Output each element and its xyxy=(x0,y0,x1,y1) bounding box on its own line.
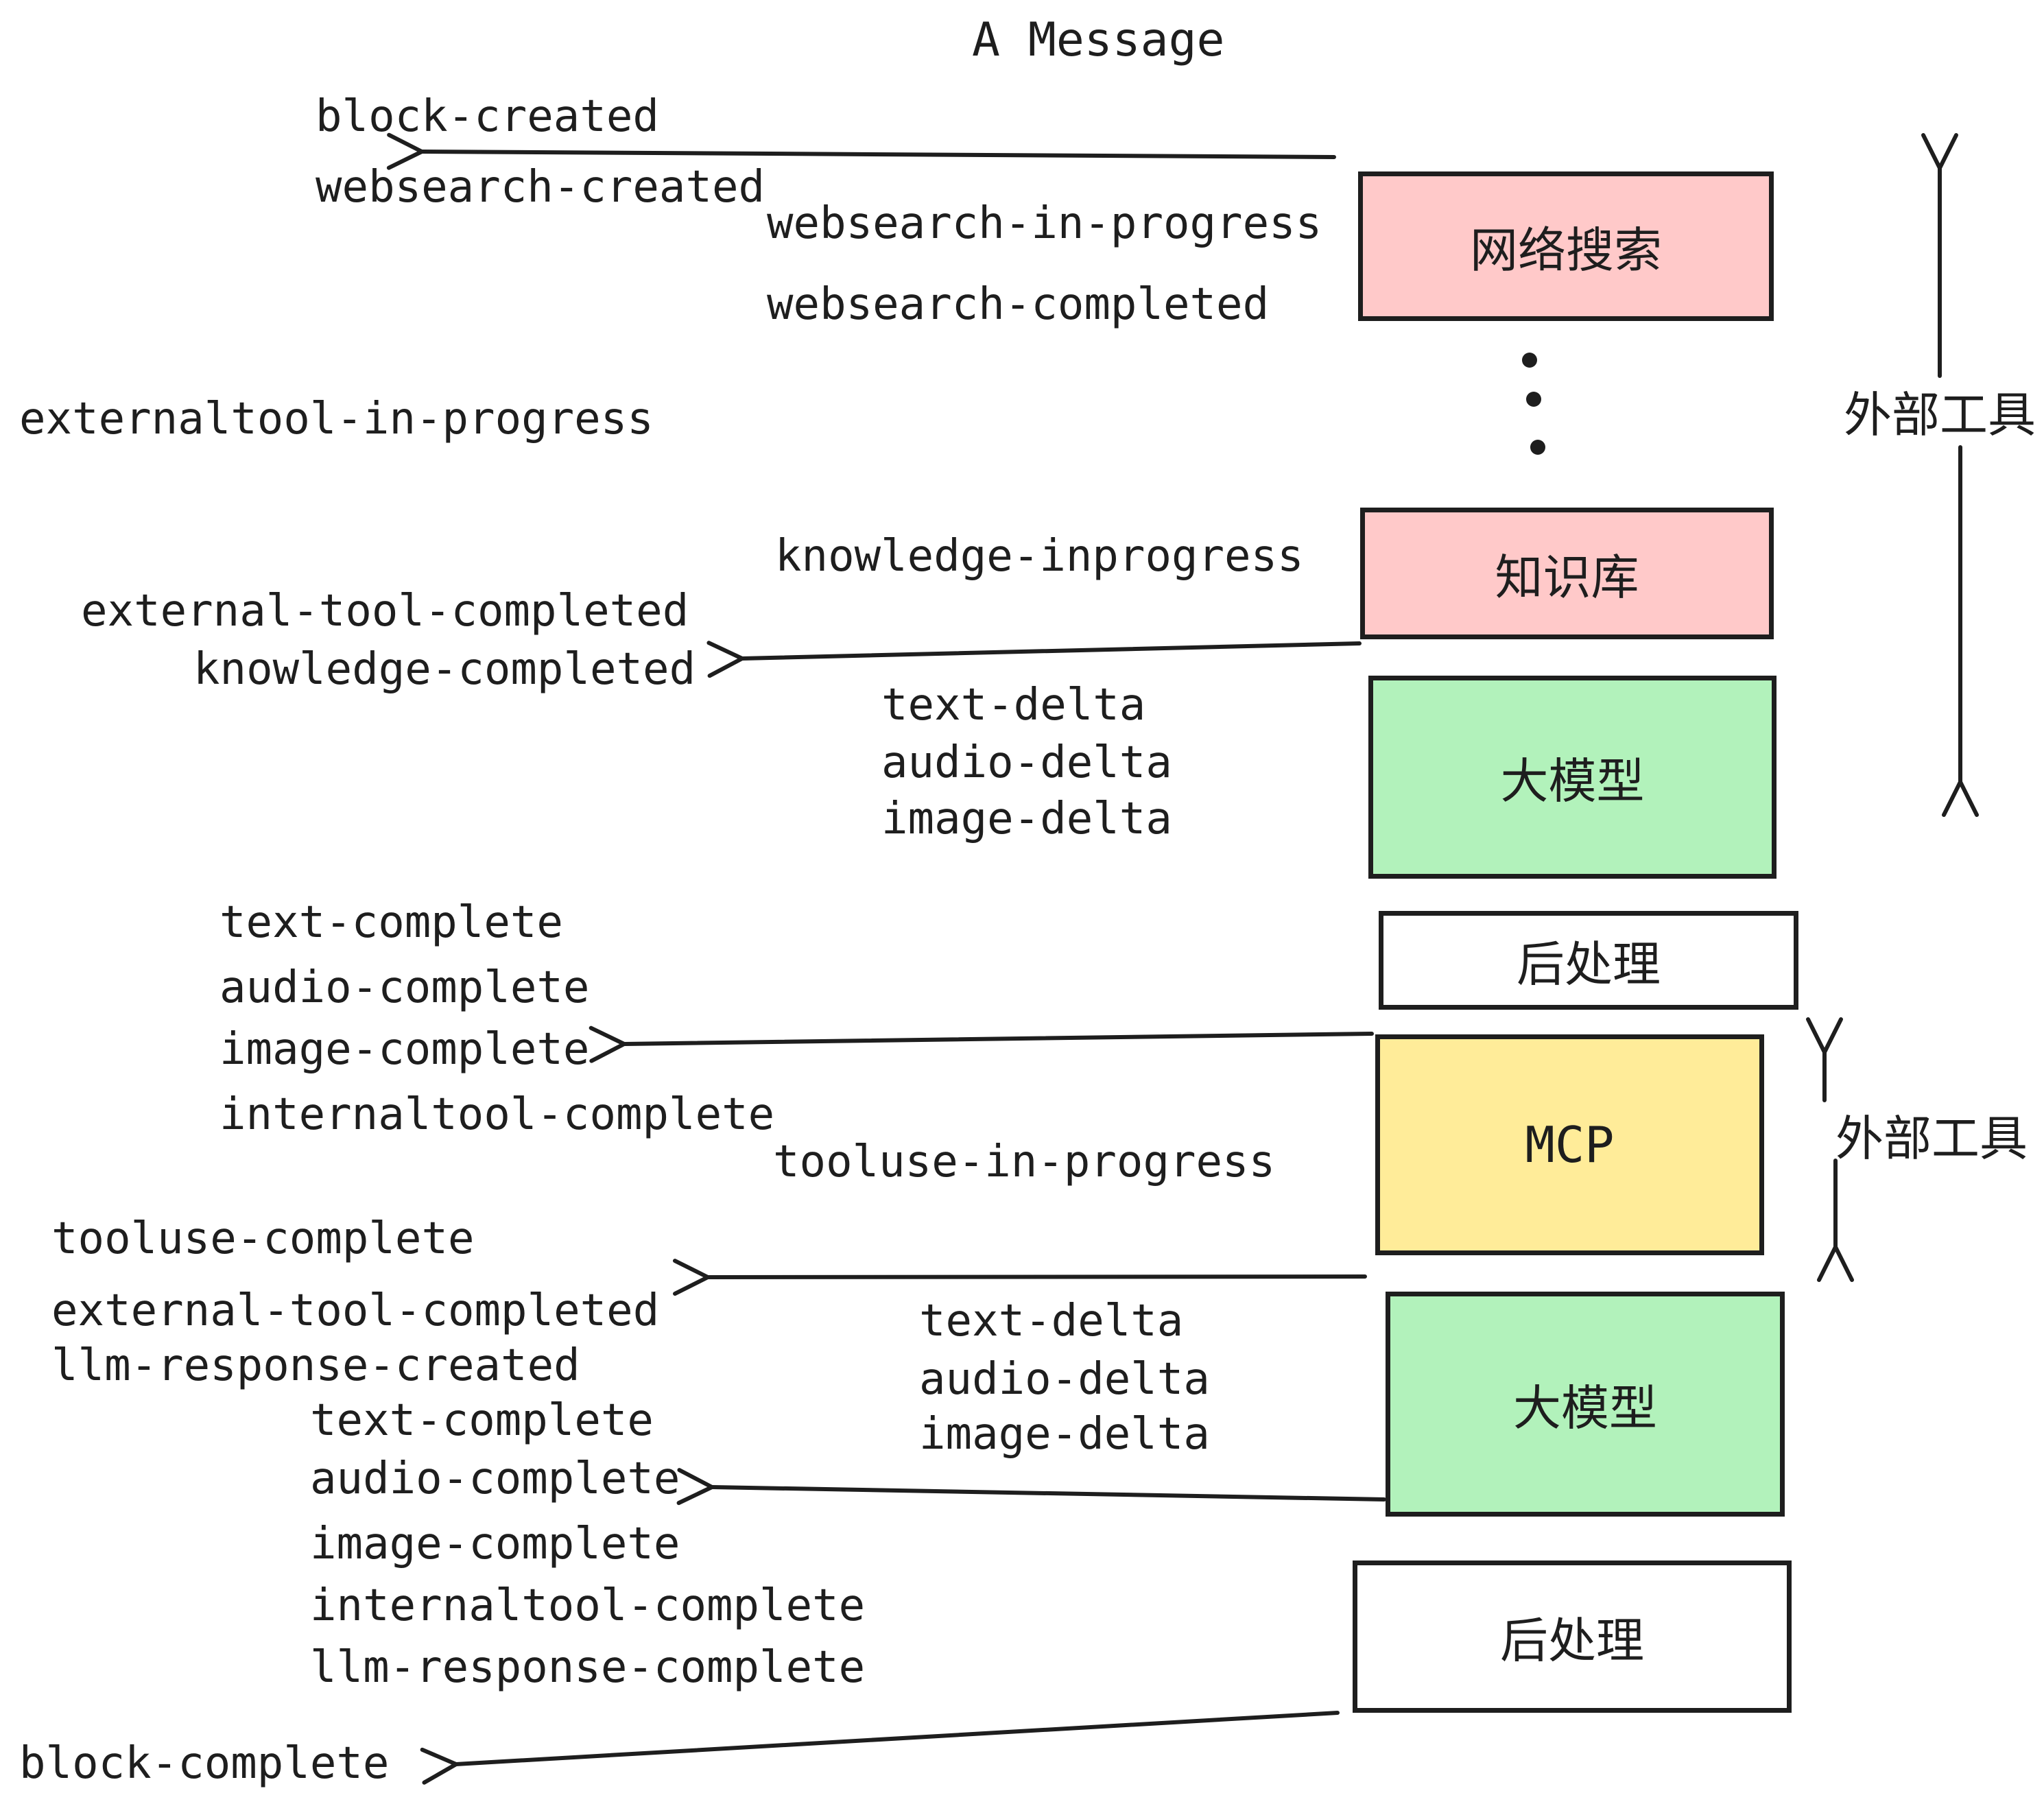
box-postprocess-1-label: 后处理 xyxy=(1517,937,1661,991)
box-llm-1-label: 大模型 xyxy=(1500,754,1645,808)
box-knowledge-base: 知识库 xyxy=(1360,508,1774,639)
event-label-internaltool-complete-2: internaltool-complete xyxy=(310,1580,866,1631)
event-label-audio-complete-2: audio-complete xyxy=(310,1453,680,1504)
box-llm-2: 大模型 xyxy=(1386,1292,1785,1517)
box-mcp: MCP xyxy=(1375,1034,1764,1255)
external-tools-annotation-1: 外部工具 xyxy=(1844,388,2036,442)
arrow-image-complete xyxy=(589,1025,1374,1063)
external-tools-annotation-2: 外部工具 xyxy=(1835,1112,2028,1165)
event-label-block-complete: block-complete xyxy=(19,1738,390,1789)
event-label-websearch-completed: websearch-completed xyxy=(767,279,1270,330)
event-label-block-created: block-created xyxy=(316,91,659,142)
vertical-ellipsis-icon xyxy=(1522,353,1545,455)
event-label-llm-response-complete: llm-response-complete xyxy=(310,1642,866,1693)
box-postprocess-2-label: 后处理 xyxy=(1500,1613,1644,1667)
event-label-tooluse-in-progress: tooluse-in-progress xyxy=(773,1137,1276,1187)
event-label-text-complete: text-complete xyxy=(219,897,563,948)
event-label-tooluse-complete: tooluse-complete xyxy=(51,1213,475,1264)
event-label-websearch-in-progress: websearch-in-progress xyxy=(767,198,1322,249)
event-label-text-complete-2: text-complete xyxy=(310,1395,654,1446)
box-websearch-label: 网络搜索 xyxy=(1470,223,1662,277)
diagram-title: A Message xyxy=(972,13,1225,67)
event-label-knowledge-inprogress: knowledge-inprogress xyxy=(775,531,1304,582)
box-postprocess-2: 后处理 xyxy=(1353,1560,1792,1713)
event-label-audio-delta: audio-delta xyxy=(881,737,1172,788)
event-label-text-delta-2: text-delta xyxy=(919,1296,1184,1346)
arrow-knowledge-completed xyxy=(706,641,1362,678)
box-llm-1: 大模型 xyxy=(1368,676,1776,879)
event-label-image-complete-2: image-complete xyxy=(310,1519,680,1569)
event-label-text-delta: text-delta xyxy=(881,680,1146,731)
event-label-audio-delta-2: audio-delta xyxy=(919,1354,1210,1405)
arrow-block-created xyxy=(386,132,1336,170)
event-label-internaltool-complete: internaltool-complete xyxy=(219,1089,775,1140)
arrow-block-complete xyxy=(420,1711,1340,1785)
event-label-websearch-created: websearch-created xyxy=(316,162,765,213)
event-label-external-tool-completed-2: external-tool-completed xyxy=(51,1285,660,1336)
box-llm-2-label: 大模型 xyxy=(1513,1381,1657,1435)
box-knowledge-base-label: 知识库 xyxy=(1495,550,1639,604)
event-label-externaltool-in-progress: externaltool-in-progress xyxy=(19,394,654,444)
event-label-image-complete: image-complete xyxy=(219,1024,590,1075)
box-websearch: 网络搜索 xyxy=(1358,171,1774,321)
event-label-image-delta-2: image-delta xyxy=(919,1409,1210,1460)
box-mcp-label: MCP xyxy=(1525,1116,1615,1174)
event-label-llm-response-created: llm-response-created xyxy=(51,1340,580,1391)
event-label-image-delta: image-delta xyxy=(881,794,1172,844)
event-label-audio-complete: audio-complete xyxy=(219,962,590,1013)
event-label-external-tool-completed: external-tool-completed xyxy=(81,586,689,637)
box-postprocess-1: 后处理 xyxy=(1379,911,1798,1010)
arrow-audio-complete xyxy=(676,1468,1386,1506)
event-label-knowledge-completed: knowledge-completed xyxy=(193,644,696,695)
